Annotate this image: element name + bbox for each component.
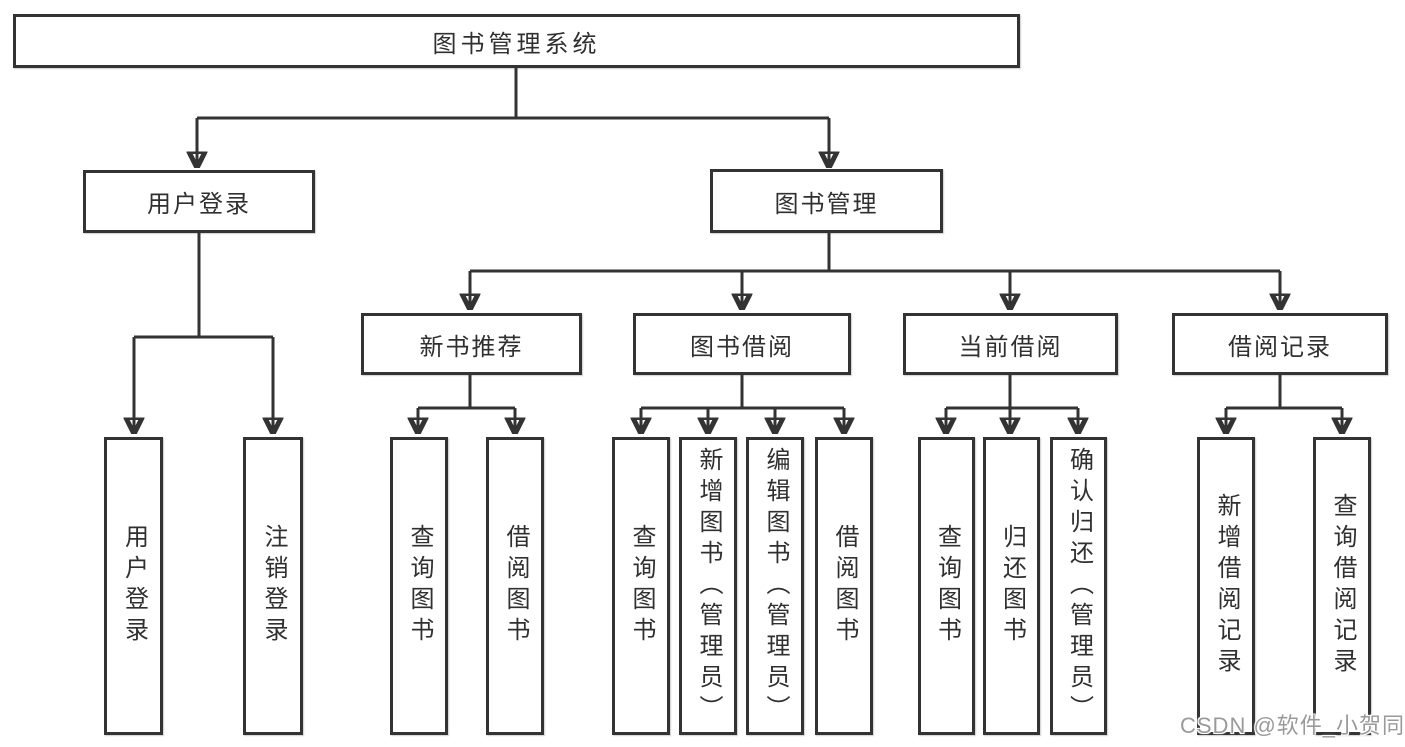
node-book-management-label: 图书管理 — [774, 190, 879, 218]
leaf-borrowing-borrow-books: 借阅图书 — [815, 437, 873, 735]
node-book-borrowing-label: 图书借阅 — [690, 333, 794, 361]
leaf-current-return-books-label: 归还图书 — [998, 524, 1026, 648]
leaf-user-login-label: 用户登录 — [120, 524, 148, 648]
node-book-borrowing: 图书借阅 — [633, 313, 851, 375]
node-current-borrowing-label: 当前借阅 — [958, 333, 1063, 361]
leaf-borrowing-edit-book-admin: 编辑图书（管理员） — [746, 437, 804, 735]
leaf-recommend-borrow-books: 借阅图书 — [486, 437, 544, 735]
node-root-system: 图书管理系统 — [13, 14, 1020, 68]
leaf-borrowing-edit-book-admin-label: 编辑图书（管理员） — [762, 446, 789, 726]
node-root-label: 图书管理系统 — [432, 30, 601, 58]
node-user-login: 用户登录 — [83, 170, 315, 233]
leaf-user-login: 用户登录 — [104, 437, 163, 735]
leaf-recommend-borrow-books-label: 借阅图书 — [502, 524, 529, 648]
leaf-current-confirm-return-admin: 确认归还（管理员） — [1050, 437, 1107, 735]
leaf-records-query-record: 查询借阅记录 — [1313, 437, 1371, 735]
leaf-current-query-books-label: 查询图书 — [933, 524, 961, 648]
node-new-book-recommend-label: 新书推荐 — [419, 333, 524, 361]
leaf-borrowing-add-book-admin-label: 新增图书（管理员） — [695, 446, 722, 726]
leaf-borrowing-borrow-books-label: 借阅图书 — [831, 524, 858, 648]
node-borrow-records: 借阅记录 — [1172, 313, 1388, 375]
leaf-borrowing-add-book-admin: 新增图书（管理员） — [679, 437, 737, 735]
leaf-records-add-record: 新增借阅记录 — [1197, 437, 1255, 735]
leaf-recommend-query-books-label: 查询图书 — [406, 524, 433, 648]
csdn-watermark: CSDN @软件_小贺同学 — [1180, 713, 1405, 738]
node-new-book-recommend: 新书推荐 — [361, 313, 582, 375]
leaf-borrowing-query-books-label: 查询图书 — [628, 524, 655, 648]
leaf-records-add-record-label: 新增借阅记录 — [1213, 493, 1240, 679]
leaf-borrowing-query-books: 查询图书 — [612, 437, 670, 735]
leaf-logout: 注销登录 — [243, 437, 303, 735]
leaf-recommend-query-books: 查询图书 — [390, 437, 448, 735]
node-user-login-label: 用户登录 — [147, 191, 251, 218]
leaf-current-confirm-return-admin-label: 确认归还（管理员） — [1065, 446, 1093, 726]
leaf-current-query-books: 查询图书 — [918, 437, 975, 735]
leaf-logout-label: 注销登录 — [260, 524, 287, 648]
node-borrow-records-label: 借阅记录 — [1228, 333, 1332, 361]
node-book-management: 图书管理 — [710, 169, 943, 233]
leaf-records-query-record-label: 查询借阅记录 — [1329, 493, 1356, 679]
node-current-borrowing: 当前借阅 — [903, 313, 1118, 375]
leaf-current-return-books: 归还图书 — [983, 437, 1040, 735]
